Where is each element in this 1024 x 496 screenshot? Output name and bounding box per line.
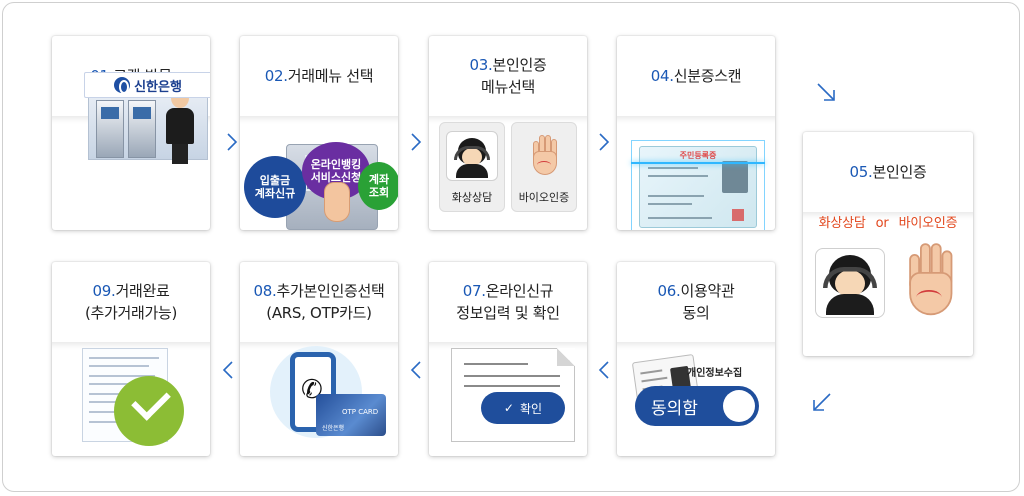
bank-sign: 신한은행 (84, 72, 210, 98)
title-divider (803, 212, 973, 220)
atm-machine (128, 100, 156, 158)
chevron-right-icon (227, 133, 238, 151)
bank-logo-icon (114, 77, 131, 94)
checkmark-icon (114, 376, 184, 446)
arrow-down-left-icon (813, 393, 831, 411)
step-09-card: 09.거래완료 (추가거래가능) (52, 262, 210, 456)
step-number: 07. (462, 282, 486, 300)
scan-frame (631, 140, 765, 230)
agent-headset-icon (454, 138, 490, 178)
id-card-image: 주민등록증 (639, 146, 757, 228)
check-icon: ✓ (503, 401, 514, 415)
step-label: 거래메뉴 선택 (287, 67, 374, 85)
confirm-button-label: 확인 (519, 401, 543, 416)
video-consult-label: 화상상담 (451, 191, 493, 204)
step-07-illustration: ✓ 확인 (429, 342, 587, 456)
title-divider (429, 116, 587, 124)
id-card-title: 주민등록증 (679, 151, 717, 160)
title-divider (240, 116, 398, 124)
step-number: 02. (264, 67, 288, 85)
step-07-title: 07.온라인신규 정보입력 및 확인 (429, 262, 587, 342)
title-divider (429, 342, 587, 350)
step-label: 신분증스캔 (673, 67, 742, 85)
step-number: 03. (469, 56, 493, 74)
step-02-illustration: 입출금 계좌신규 온라인뱅킹 서비스신청 계좌 조회 (240, 116, 398, 230)
privacy-label: 개인정보수집 (687, 368, 743, 379)
chevron-right-icon (599, 133, 610, 151)
step-label: 추가본인인증선택 (276, 282, 385, 300)
step-02-card: 02.거래메뉴 선택 입출금 계좌신규 온라인뱅킹 서비스신청 계좌 조회 (240, 36, 398, 230)
atm-machine (96, 100, 124, 158)
bio-auth-tile: 바이오인증 (511, 122, 577, 212)
toggle-knob (723, 390, 755, 422)
agree-toggle: 동의함 (635, 386, 759, 426)
step-03-title: 03.본인인증 메뉴선택 (429, 36, 587, 116)
step-08-illustration: ✆ OTP CARD 신한은행 (240, 342, 398, 456)
step-01-illustration: 신한은행 (52, 36, 210, 230)
step-04-card: 04.신분증스캔 주민등록증 (617, 36, 775, 230)
video-consult-tile: 화상상담 (439, 122, 505, 212)
step-09-illustration (52, 342, 210, 456)
step-number: 05. (849, 163, 873, 181)
title-divider (52, 342, 210, 350)
step-number: 08. (253, 282, 277, 300)
step-09-title: 09.거래완료 (추가거래가능) (52, 262, 210, 342)
step-number: 04. (650, 67, 674, 85)
chevron-right-icon (411, 133, 422, 151)
confirm-button: ✓ 확인 (481, 392, 565, 424)
menu-bubble-deposit: 입출금 계좌신규 (244, 156, 306, 218)
arrow-down-right-icon (817, 83, 835, 101)
step-04-title: 04.신분증스캔 (617, 36, 775, 116)
step-05-title: 05.본인인증 (803, 132, 973, 212)
step-label-line2: (ARS, OTP카드) (266, 304, 372, 322)
step-label-line2: (추가거래가능) (84, 304, 178, 322)
step-07-card: 07.온라인신규 정보입력 및 확인 ✓ 확인 (429, 262, 587, 456)
step-label-line2: 정보입력 및 확인 (456, 304, 560, 322)
agent-headset-icon (815, 248, 885, 318)
step-label-line2: 동의 (682, 304, 710, 322)
phone-ars-icon: ✆ (290, 352, 336, 432)
step-label: 본인인증 (492, 56, 547, 74)
otp-card-label: OTP CARD (342, 408, 379, 416)
customer-person-icon (164, 88, 196, 166)
chevron-left-icon (222, 361, 233, 379)
step-08-title: 08.추가본인인증선택 (ARS, OTP카드) (240, 262, 398, 342)
chevron-left-icon (598, 361, 609, 379)
step-label: 본인인증 (872, 163, 927, 181)
step-number: 06. (657, 282, 681, 300)
auth-option-video: 화상상담 (818, 216, 866, 231)
step-06-card: 06.이용약관 동의 개인정보수집 동의함 (617, 262, 775, 456)
step-number: 09. (92, 282, 116, 300)
palm-icon (527, 135, 561, 177)
chevron-left-icon (410, 361, 421, 379)
step-03-card: 03.본인인증 메뉴선택 화상상담 바이오인증 (429, 36, 587, 230)
step-05-illustration: 화상상담 or 바이오인증 (803, 204, 973, 356)
otp-card-brand: 신한은행 (322, 425, 345, 432)
step-08-card: 08.추가본인인증선택 (ARS, OTP카드) ✆ OTP CARD 신한은행 (240, 262, 398, 456)
otp-card-icon: OTP CARD 신한은행 (316, 394, 386, 436)
agree-toggle-label: 동의함 (651, 399, 698, 419)
auth-options: 화상상담 or 바이오인증 (803, 212, 973, 231)
step-label: 거래완료 (115, 282, 170, 300)
step-06-illustration: 개인정보수집 동의함 (617, 342, 775, 456)
title-divider (617, 342, 775, 350)
step-02-title: 02.거래메뉴 선택 (240, 36, 398, 116)
palm-icon (899, 238, 959, 320)
step-05-card: 05.본인인증 화상상담 or 바이오인증 (803, 132, 973, 356)
bio-auth-label: 바이오인증 (518, 191, 570, 204)
step-label-line2: 메뉴선택 (480, 78, 535, 96)
step-03-illustration: 화상상담 바이오인증 (429, 116, 587, 230)
step-01-card: 01.고객 방문 신한은행 (52, 36, 210, 230)
bank-sign-text: 신한은행 (134, 79, 182, 95)
scan-line (631, 162, 765, 164)
auth-option-or: or (875, 216, 889, 231)
pointing-hand-icon (324, 182, 350, 222)
title-divider (617, 116, 775, 124)
step-label: 온라인신규 (485, 282, 554, 300)
step-label: 이용약관 (680, 282, 735, 300)
step-06-title: 06.이용약관 동의 (617, 262, 775, 342)
step-04-illustration: 주민등록증 (617, 116, 775, 230)
menu-bubble-account-inquiry: 계좌 조회 (358, 162, 398, 210)
auth-option-bio: 바이오인증 (898, 216, 958, 231)
